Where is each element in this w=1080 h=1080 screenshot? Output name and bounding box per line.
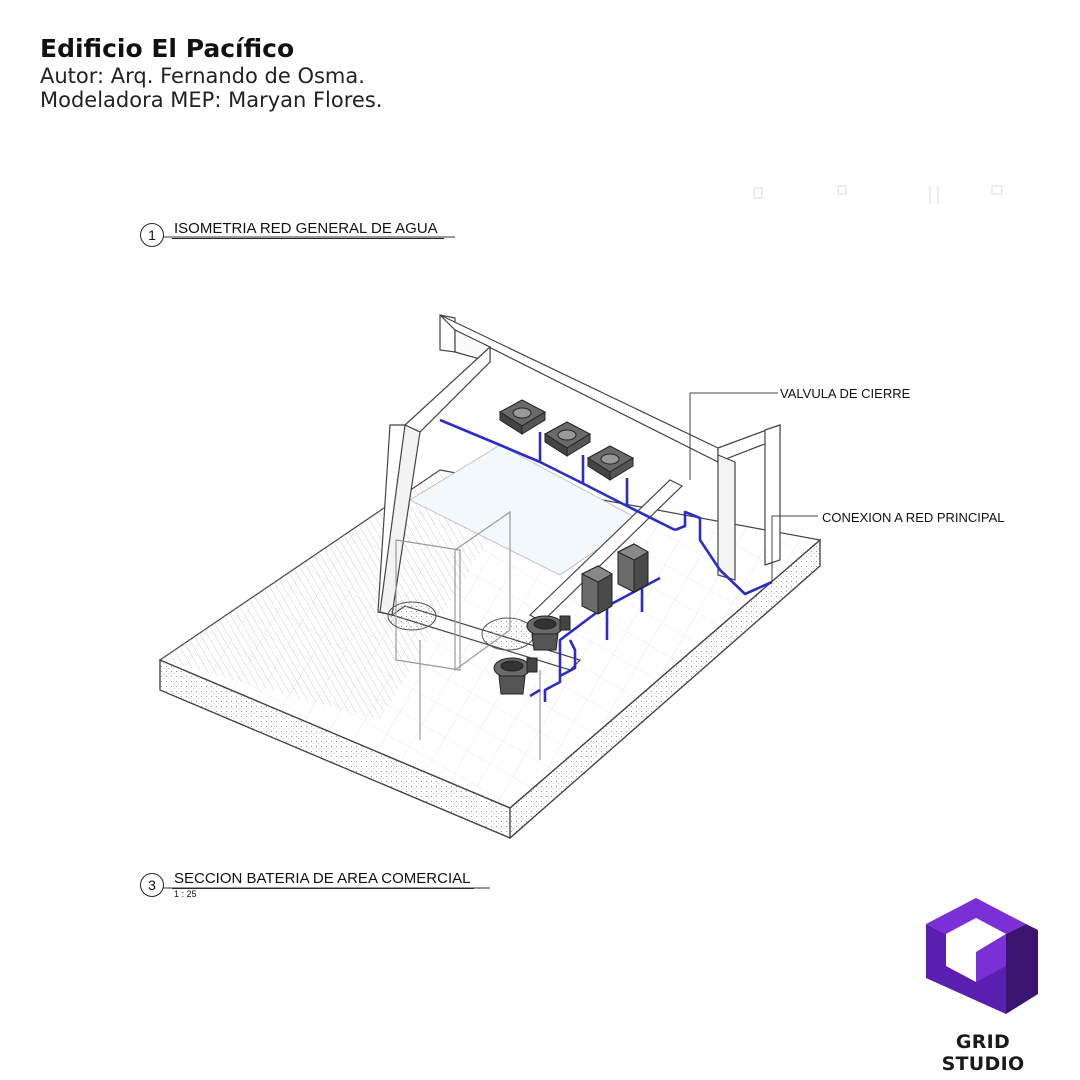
sink: [587, 445, 635, 481]
view-number-bubble: 1: [140, 223, 164, 247]
grid-studio-logo: GRID STUDIO: [918, 896, 1048, 1075]
view-title-rules: [163, 236, 490, 889]
toilet: [526, 615, 571, 651]
lavatory-sinks: [499, 399, 635, 481]
view-label-isometric: 1 ISOMETRIA RED GENERAL DE AGUA: [140, 218, 444, 247]
callout-leaders: [689, 392, 818, 582]
toilets: [493, 615, 571, 695]
modeler-line: Modeladora MEP: Maryan Flores.: [40, 88, 383, 113]
drawing-artifacts: [753, 185, 1003, 204]
callout-valve: VALVULA DE CIERRE: [780, 386, 911, 401]
urinals: [580, 543, 650, 615]
valve-leader: [689, 392, 778, 480]
view-title: ISOMETRIA RED GENERAL DE AGUA: [172, 220, 444, 239]
brand-name: GRID STUDIO: [941, 1031, 1025, 1075]
project-title: Edificio El Pacífico: [40, 34, 295, 63]
urinal: [616, 543, 650, 593]
connection-leader: [771, 515, 818, 582]
logo-cube-icon: [926, 898, 1038, 1014]
view-number-bubble: 3: [140, 873, 164, 897]
urinal: [580, 565, 614, 615]
callout-main-connection: CONEXION A RED PRINCIPAL: [822, 510, 1005, 525]
sink: [499, 399, 547, 435]
toilet: [493, 657, 538, 695]
view-scale: 1 : 25: [174, 889, 197, 899]
author-line: Autor: Arq. Fernando de Osma.: [40, 63, 365, 88]
sink: [544, 421, 592, 457]
header: Edificio El Pacífico Autor: Arq. Fernand…: [40, 34, 382, 113]
